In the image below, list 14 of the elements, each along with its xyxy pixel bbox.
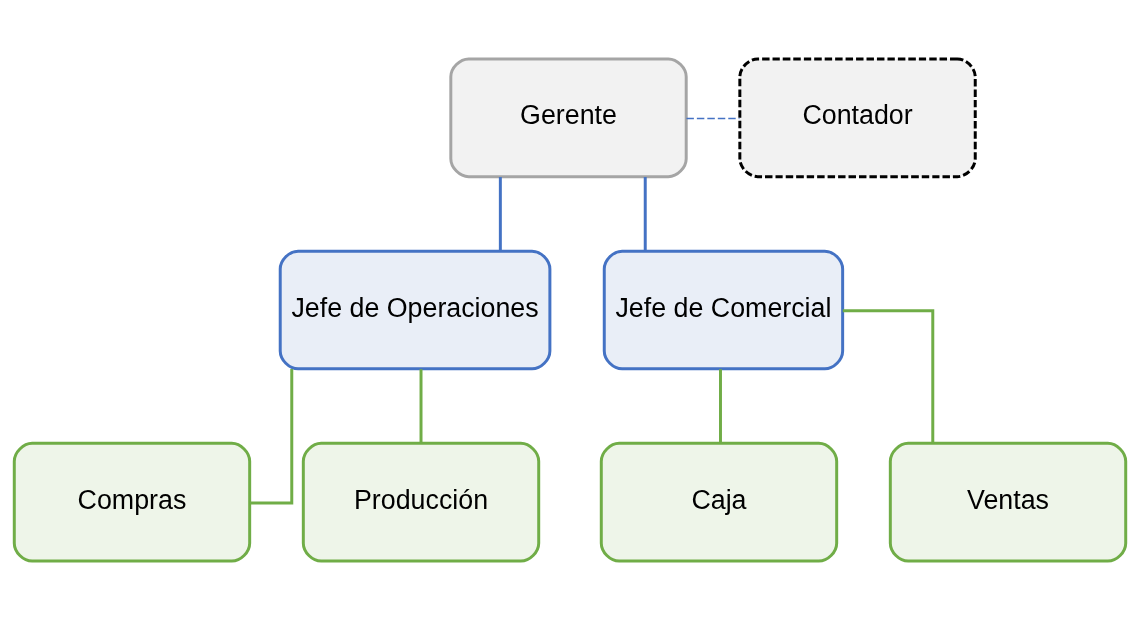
connector <box>842 308 935 443</box>
connector <box>249 368 294 504</box>
node-box: Contador <box>738 56 977 178</box>
node-box: Jefe de Comercial <box>602 249 845 370</box>
node-box: Ventas <box>888 441 1128 563</box>
node-box: Caja <box>599 441 839 563</box>
connector <box>498 176 502 251</box>
connector <box>719 368 722 443</box>
node-box: Producción <box>301 441 541 563</box>
node-box: Compras <box>12 441 252 563</box>
node-box: Gerente <box>449 56 688 178</box>
connector <box>643 176 647 251</box>
connector <box>419 368 423 443</box>
node-box: Jefe de Operaciones <box>278 249 552 370</box>
